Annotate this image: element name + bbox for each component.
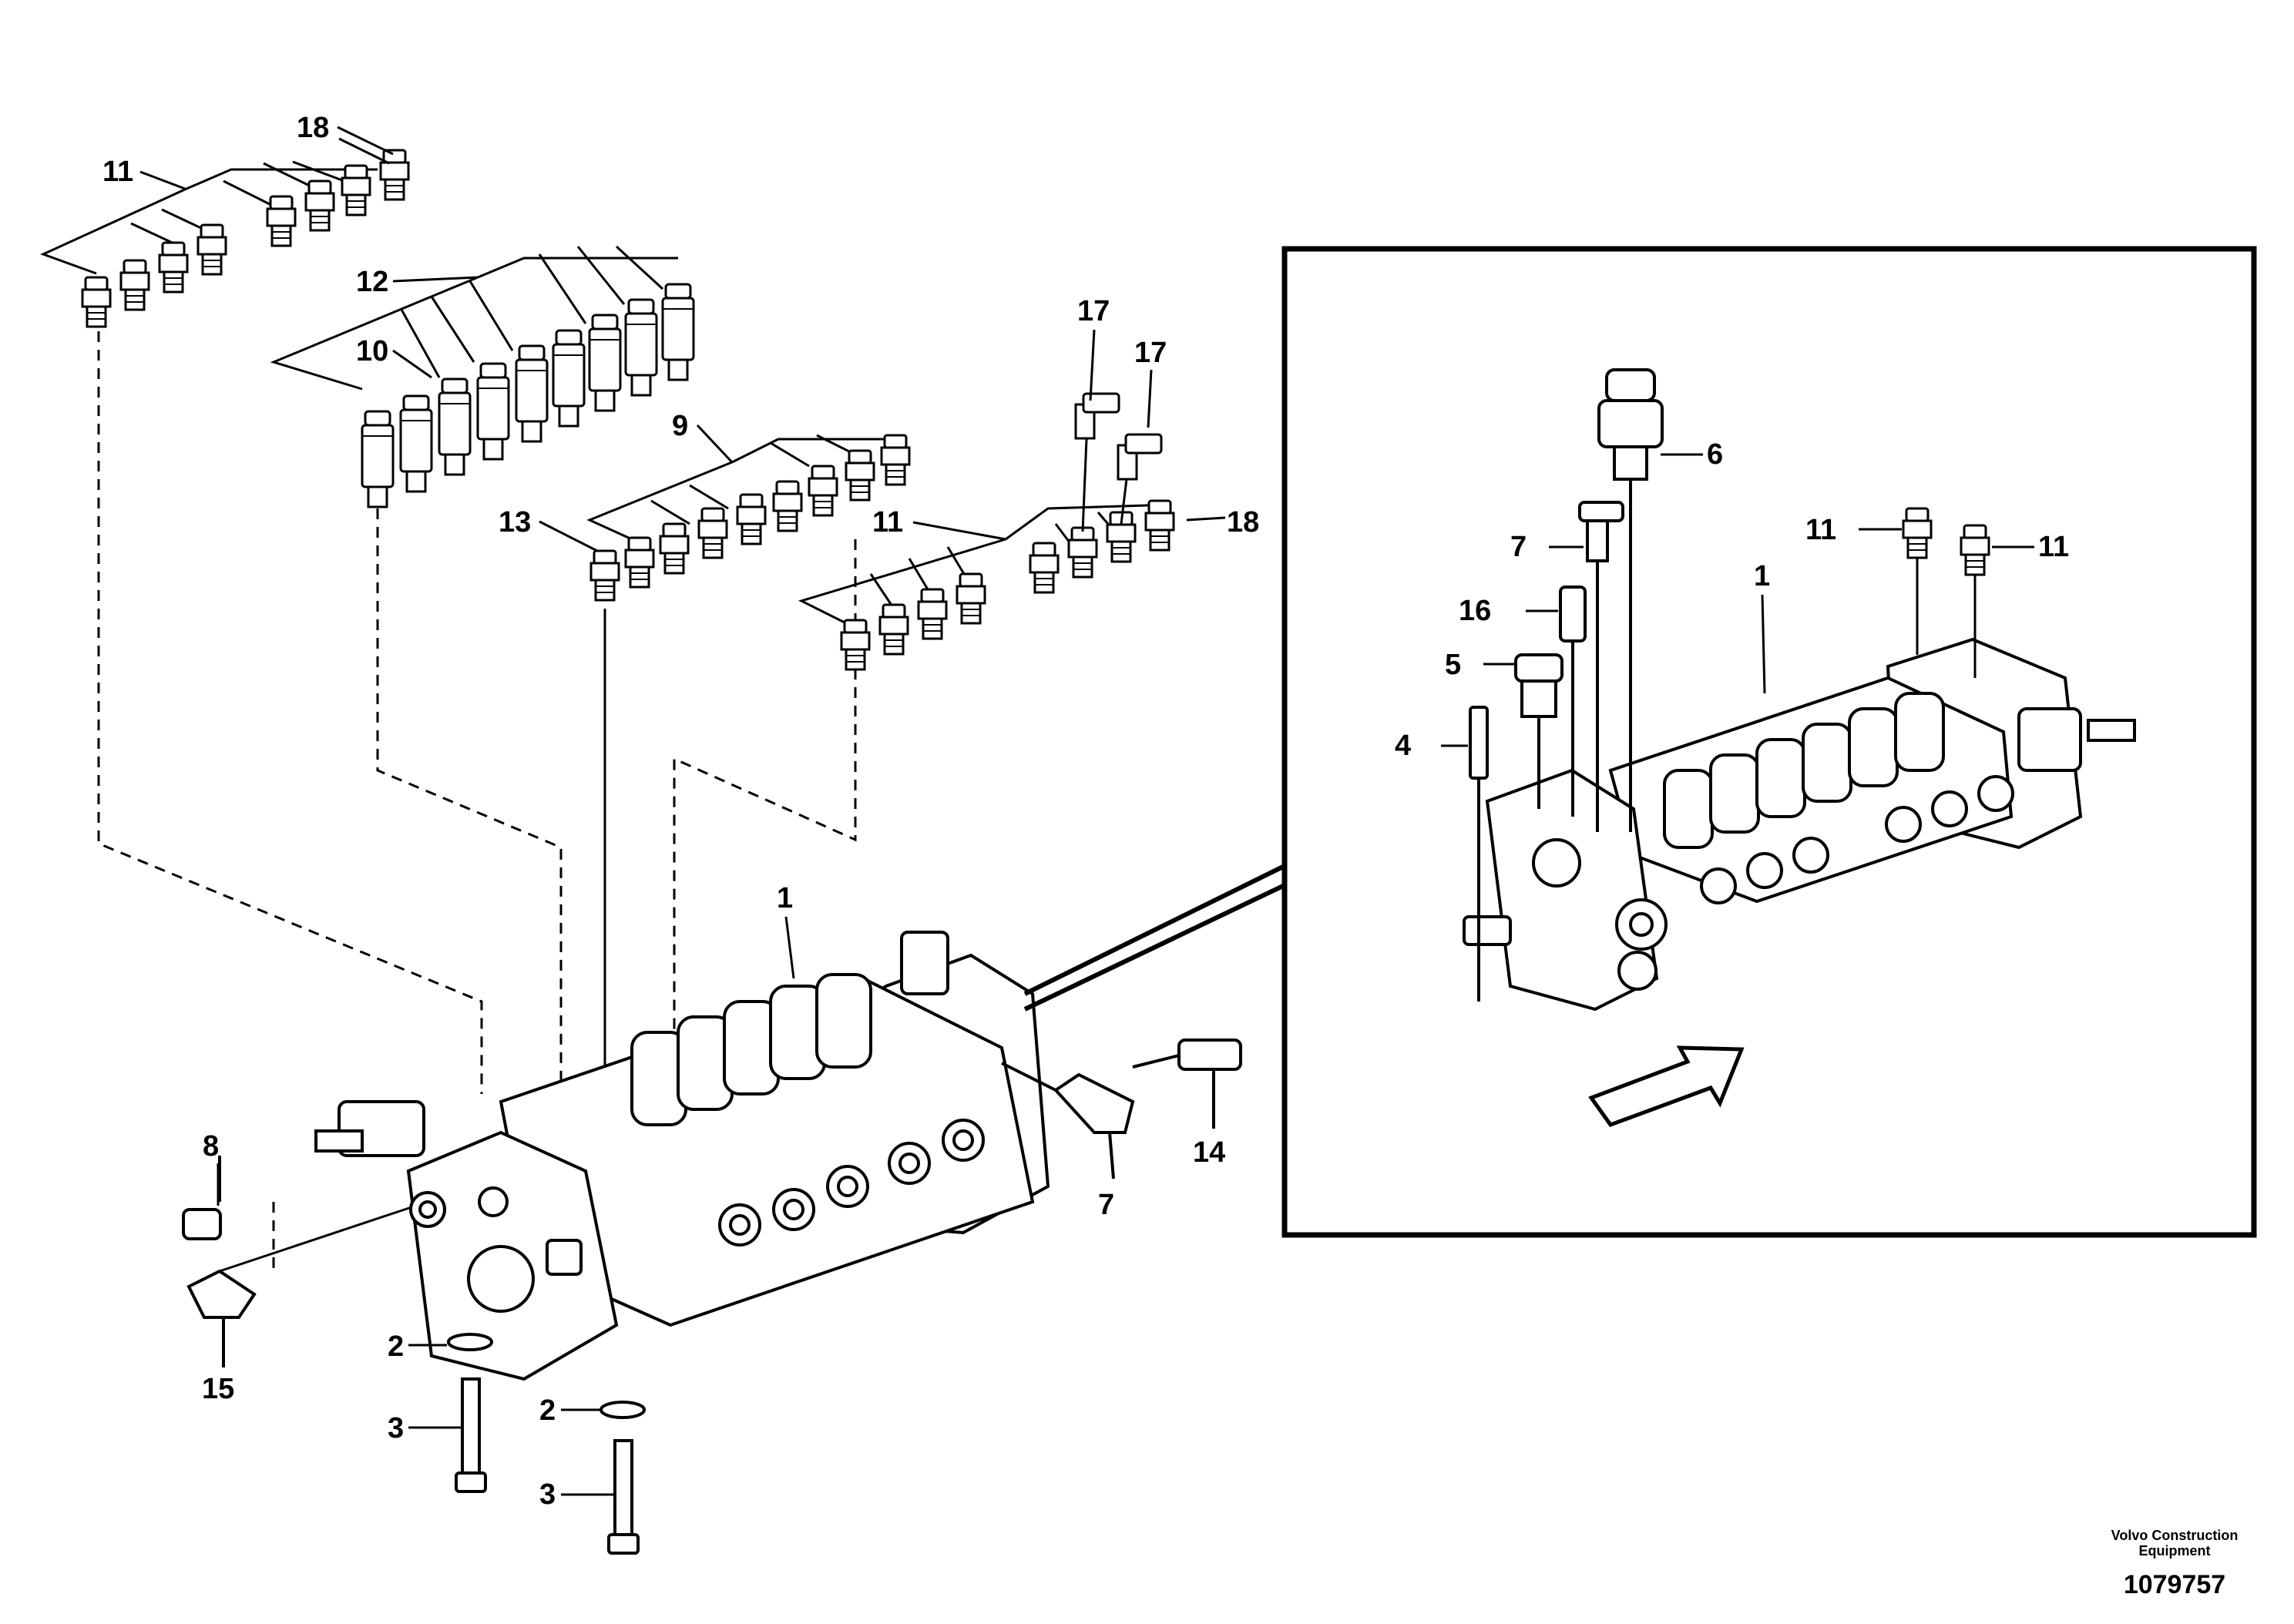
fitting-icon: [196, 223, 227, 276]
detail-valve: [1463, 637, 2136, 1012]
elbow-fitting-7: [1001, 1062, 1135, 1179]
cartridge-icon: [476, 362, 510, 461]
washer-2-left: [447, 1333, 493, 1351]
fitting-icon: [878, 603, 909, 656]
fitting-icon: [341, 164, 371, 216]
connector-14: [1132, 1038, 1242, 1129]
plug-8: [182, 1156, 222, 1240]
cartridge-icon: [661, 283, 695, 381]
company-name: Volvo Construction Equipment: [2078, 1528, 2271, 1559]
company-line-1: Volvo Construction: [2111, 1528, 2239, 1543]
bolt-3-right: [607, 1439, 640, 1555]
callout-10: 10: [356, 335, 388, 367]
callout-18: 18: [1227, 506, 1259, 539]
fitting-icon: [880, 434, 911, 486]
callout-7: 7: [1510, 531, 1527, 563]
detail-elbow-7: [1578, 501, 1624, 832]
fitting-icon: [1144, 499, 1175, 552]
fitting-icon: [266, 195, 297, 247]
callout-18: 18: [297, 112, 329, 144]
fitting-icon: [624, 536, 655, 589]
detail-fitting-11-right: [1960, 524, 1990, 576]
detail-bolt-4: [1469, 706, 1489, 1002]
fitting-icon: [808, 465, 838, 517]
callout-11: 11: [2038, 531, 2069, 563]
cartridge-icon: [399, 394, 433, 493]
elbow-fitting-icon: [1117, 433, 1163, 481]
cartridge-icon: [361, 410, 395, 508]
fitting-icon: [379, 149, 410, 201]
callout-11: 11: [102, 156, 133, 188]
dashed-leaders: [97, 331, 857, 1271]
cartridge-icon: [552, 329, 586, 428]
callout-labels: 11 18 12 10 17 17 9 13 11 18 1 8 15 2 3 …: [102, 112, 2069, 1511]
fitting-icon: [81, 276, 112, 328]
fitting-icon: [697, 507, 728, 559]
callout-11: 11: [1805, 514, 1836, 546]
drawing-number: 1079757: [2123, 1570, 2226, 1599]
fitting-kit-11-top: [40, 137, 410, 328]
fitting-icon: [956, 572, 986, 625]
fitting-icon: [119, 259, 150, 311]
callout-9: 9: [672, 410, 688, 442]
detail-pressure-switch-6: [1597, 368, 1664, 832]
cartridge-kit-12: [270, 245, 695, 508]
detail-sensor-16: [1559, 586, 1587, 817]
fitting-kit-11-middle: [798, 392, 1175, 671]
elbow-fitting-icon: [1074, 392, 1120, 440]
washer-2-right: [600, 1401, 646, 1419]
cartridge-icon: [588, 314, 622, 412]
fitting-icon: [845, 449, 875, 502]
callout-11: 11: [872, 506, 903, 539]
cartridge-icon: [515, 344, 549, 443]
detail-connector: [1023, 864, 1285, 1012]
fitting-icon: [1029, 542, 1060, 594]
elbow-fitting-15: [186, 1269, 257, 1367]
cartridge-icon: [438, 377, 472, 476]
callout-15: 15: [202, 1373, 234, 1405]
callout-14: 14: [1193, 1136, 1225, 1169]
detail-plug-5: [1514, 653, 1563, 809]
view-direction-arrow-icon: [1588, 1045, 1745, 1128]
callout-1: 1: [1754, 560, 1770, 592]
cartridge-icon: [624, 298, 658, 397]
callout-3: 3: [388, 1412, 404, 1444]
fitting-icon: [917, 588, 948, 640]
fitting-icon: [158, 241, 189, 294]
fitting-icon: [304, 180, 335, 232]
fitting-kit-9: [586, 434, 911, 602]
callout-12: 12: [356, 266, 388, 298]
callout-4: 4: [1395, 730, 1411, 762]
callout-leaders: [139, 126, 1226, 1496]
control-valve-main: [314, 931, 1050, 1381]
callout-16: 16: [1459, 595, 1491, 627]
callout-6: 6: [1707, 438, 1723, 471]
fitting-icon: [589, 549, 620, 602]
fitting-icon: [1067, 526, 1098, 579]
callout-5: 5: [1445, 649, 1461, 681]
fitting-icon: [659, 522, 690, 575]
callout-7: 7: [1098, 1189, 1114, 1221]
fitting-icon: [772, 480, 803, 532]
callout-8: 8: [203, 1130, 219, 1163]
callout-3: 3: [539, 1478, 556, 1511]
fitting-icon: [840, 619, 871, 671]
callout-17: 17: [1077, 295, 1110, 327]
company-line-2: Equipment: [2138, 1543, 2211, 1559]
bolt-3-left: [455, 1377, 487, 1493]
fitting-icon: [736, 493, 767, 545]
callout-13: 13: [499, 506, 531, 539]
callout-17: 17: [1134, 337, 1167, 369]
callout-1: 1: [777, 882, 793, 914]
callout-2: 2: [539, 1394, 556, 1427]
callout-2: 2: [388, 1330, 404, 1363]
detail-fitting-11-left: [1902, 507, 1933, 559]
